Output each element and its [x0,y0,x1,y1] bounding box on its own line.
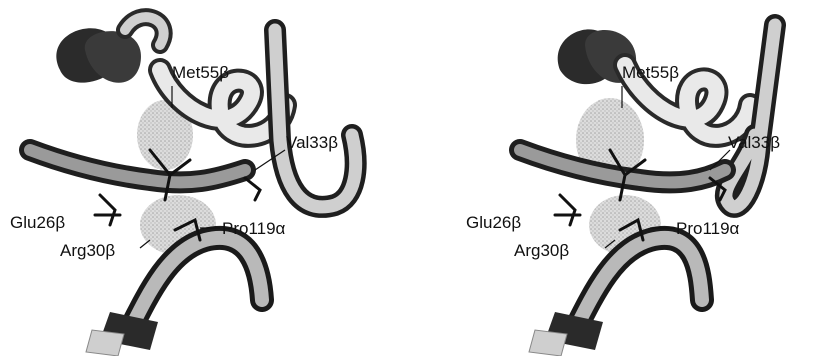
label-pro119a: Pro119α [676,220,739,237]
label-pro119a: Pro119α [222,220,285,237]
protein-ribbon-left [0,0,410,356]
protein-ribbon-right [410,0,820,356]
label-glu26b: Glu26β [466,214,521,231]
label-val33b: Val33β [728,134,780,151]
label-arg30b: Arg30β [514,242,569,259]
label-met55b: Met55β [172,64,229,81]
label-arg30b: Arg30β [60,242,115,259]
label-glu26b: Glu26β [10,214,65,231]
stereo-left-panel: Met55β Val33β Glu26β Pro119α Arg30β [0,0,410,356]
label-met55b: Met55β [622,64,679,81]
stereo-right-panel: Met55β Val33β Glu26β Pro119α Arg30β [410,0,820,356]
label-val33b: Val33β [286,134,338,151]
